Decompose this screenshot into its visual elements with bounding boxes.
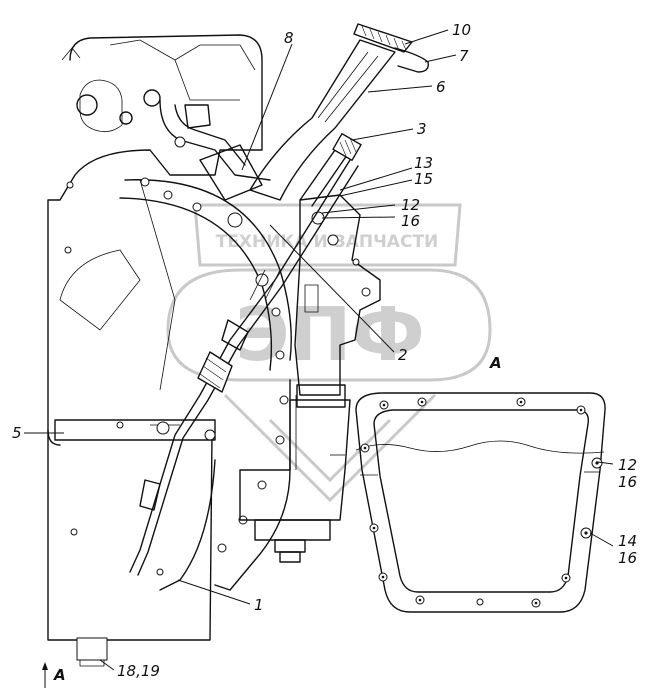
leader-lines [24,29,614,671]
callout-6: 6 [436,78,446,96]
flywheel-housing [64,177,292,591]
callout-labels: 10 7 8 6 3 13 15 12 16 2 A 5 12 16 14 16… [12,21,637,684]
upper-bracket [159,99,271,201]
watermark-logo-text: ЭПФ [235,292,425,378]
watermark-top-text: ТЕХНИКА И ЗАПЧАСТИ [216,232,439,252]
view-a-arrow-label: A [53,666,66,684]
dipstick-tube [129,159,359,576]
callout-18-19: 18,19 [117,662,160,680]
callout-15: 15 [414,170,433,188]
oil-pan-view-a [355,392,606,613]
callout-16-pan: 16 [618,473,637,491]
watermark-banner [193,203,462,267]
callout-16-upper: 16 [401,212,420,230]
callout-10: 10 [452,21,471,39]
oil-filter-assembly [239,194,381,563]
filler-cap [353,23,413,53]
callout-8: 8 [284,29,294,47]
callout-14: 14 [618,532,637,550]
callout-13: 13 [414,154,433,172]
callout-12-pan: 12 [618,456,637,474]
callout-16-pan-lower: 16 [618,549,637,567]
callout-5: 5 [12,424,22,442]
callout-2: 2 [398,346,408,364]
callout-12-upper: 12 [401,196,420,214]
view-a-arrow [42,662,48,688]
watermark-chevron [223,393,437,503]
engine-block [47,34,263,667]
watermark-chevron-inner [268,418,392,483]
breather-hose [299,133,362,207]
callout-7: 7 [459,47,469,65]
callout-1: 1 [254,596,264,614]
watermark: ТЕХНИКА И ЗАПЧАСТИ ЭПФ [166,203,492,503]
view-a-label: A [489,354,502,372]
callout-3: 3 [417,120,427,138]
oil-filler-pipe [249,23,429,201]
